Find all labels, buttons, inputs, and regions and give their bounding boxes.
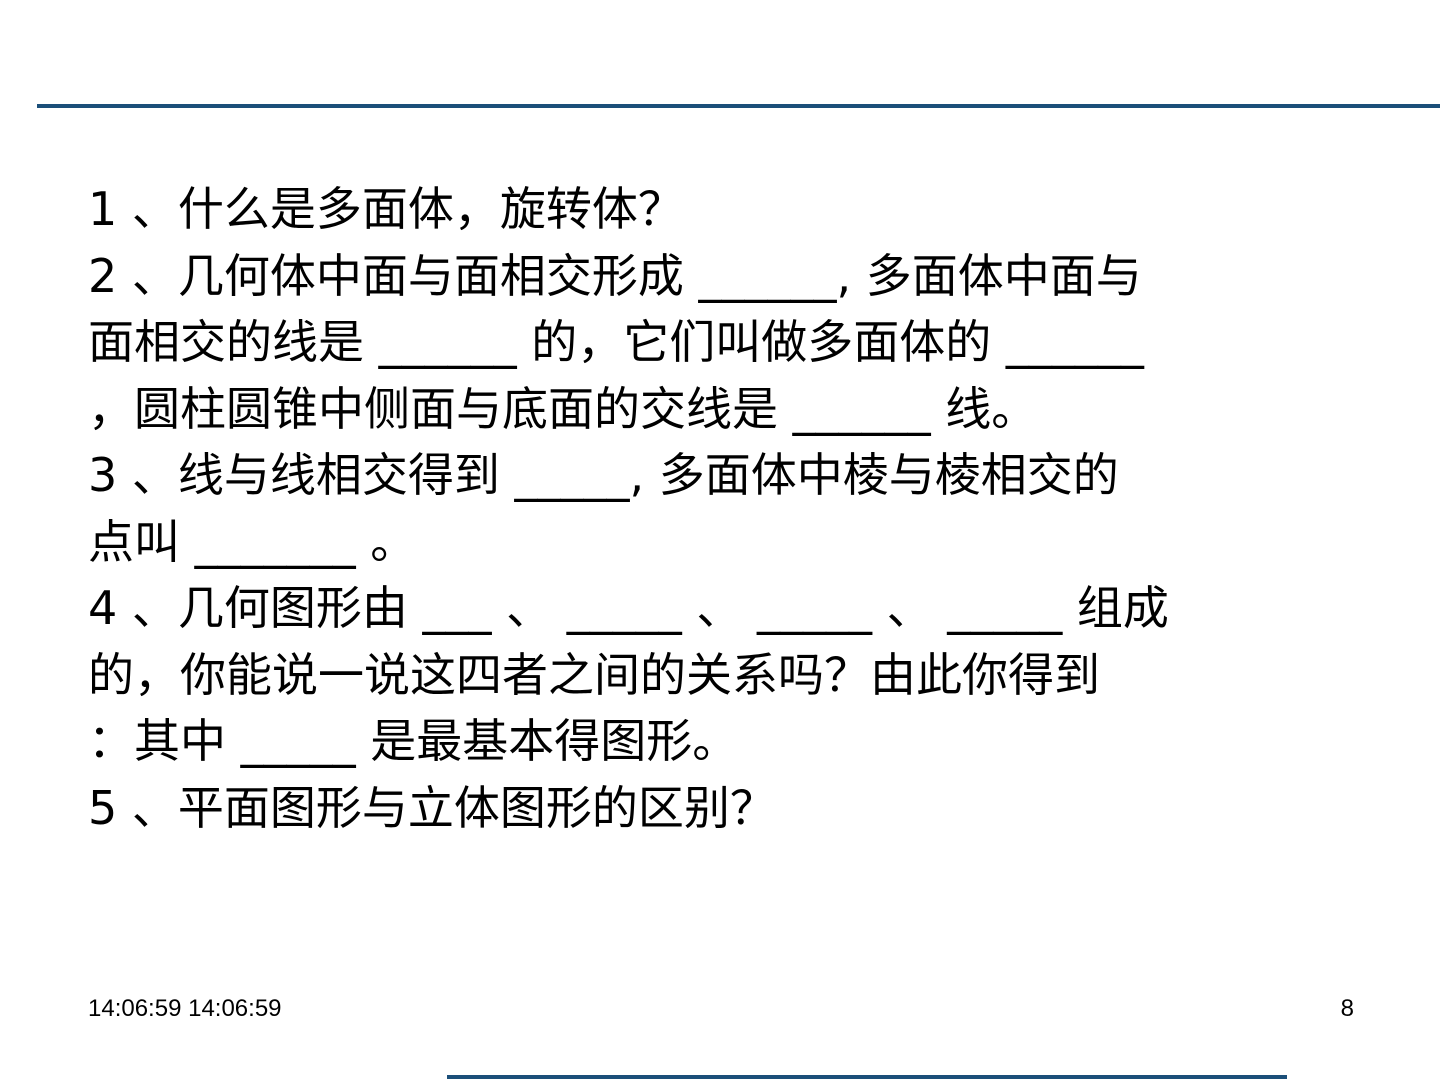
question-5-line: 5 、平面图形与立体图形的区别？ bbox=[88, 780, 776, 835]
question-4-line-1: 4 、几何图形由 ___ 、 _____ 、 _____ 、 _____ 组成 bbox=[88, 581, 1169, 635]
question-1-line: 1 、什么是多面体，旋转体？ bbox=[88, 182, 684, 236]
bottom-divider-line bbox=[447, 1075, 1287, 1079]
question-3-line-1: 3 、线与线相交得到 _____, 多面体中棱与棱相交的 bbox=[88, 448, 1119, 502]
question-3-line-2: 点叫 _______ 。 bbox=[88, 514, 417, 569]
top-divider-line bbox=[37, 104, 1440, 108]
question-2-line-2: 面相交的线是 ______ 的，它们叫做多面体的 ______ bbox=[88, 315, 1144, 369]
footer-timestamp: 14:06:59 14:06:59 bbox=[88, 995, 282, 1022]
slide-page-number: 8 bbox=[1340, 995, 1354, 1022]
question-4-line-3: ：其中 _____ 是最基本得图形。 bbox=[88, 714, 739, 768]
question-2-line-3: ，圆柱圆锥中侧面与底面的交线是 ______ 线。 bbox=[88, 381, 1038, 436]
question-list: 1 、什么是多面体，旋转体？ 2 、几何体中面与面相交形成 ______, 多面… bbox=[88, 176, 1358, 841]
question-4-line-2: 的，你能说一说这四者之间的关系吗？由此你得到 bbox=[88, 647, 1100, 702]
question-2-line-1: 2 、几何体中面与面相交形成 ______, 多面体中面与 bbox=[88, 248, 1142, 303]
